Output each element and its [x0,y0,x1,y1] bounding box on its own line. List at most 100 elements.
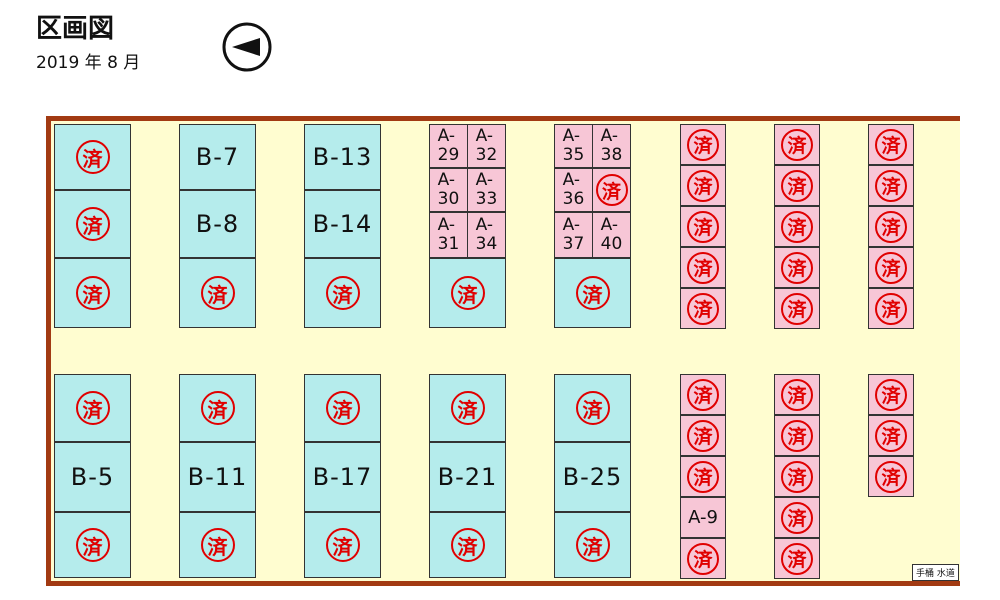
plot-available[interactable]: A- 32 [467,124,506,168]
plot-available[interactable]: A- 30 [429,168,468,212]
plot-sold[interactable]: 済 [868,206,914,247]
plot-label: A- 30 [437,170,460,209]
plot-available[interactable]: B-25 [554,442,631,512]
plot-available[interactable]: B-21 [429,442,506,512]
plot-sold[interactable]: 済 [179,512,256,578]
plot-sold[interactable]: 済 [680,247,726,288]
plot-sold[interactable]: 済 [774,247,820,288]
plot-sold[interactable]: 済 [868,415,914,456]
plot-available[interactable]: A- 38 [592,124,631,168]
plot-sold[interactable]: 済 [774,456,820,497]
plot-sold[interactable]: 済 [774,165,820,206]
sold-stamp: 済 [75,140,110,174]
plot-sold[interactable]: 済 [54,512,131,578]
plot-sold[interactable]: 済 [54,190,131,258]
plot-sold[interactable]: 済 [554,374,631,442]
plot-sold[interactable]: 済 [680,456,726,497]
sold-stamp: 済 [781,251,813,284]
plot-sold[interactable]: 済 [868,124,914,165]
plot-sold[interactable]: 済 [54,258,131,328]
plot-sold[interactable]: 済 [680,538,726,579]
plot-sold[interactable]: 済 [680,415,726,456]
plot-sold[interactable]: 済 [304,512,381,578]
plot-available[interactable]: B-11 [179,442,256,512]
plot-available[interactable]: A- 35 [554,124,593,168]
sold-stamp: 済 [687,210,719,243]
faucet-label: 手桶 水道 [912,564,959,581]
plot-sold[interactable]: 済 [774,288,820,329]
plot-sold[interactable]: 済 [304,374,381,442]
sold-stamp: 済 [687,169,719,202]
sold-stamp: 済 [875,169,907,202]
plot-sold[interactable]: 済 [868,165,914,206]
plot-sold[interactable]: 済 [774,497,820,538]
plot-sold[interactable]: 済 [774,538,820,579]
plot-sold[interactable]: 済 [680,165,726,206]
sold-stamp: 済 [781,292,813,325]
plot-label: A- 31 [437,215,460,254]
plot-available[interactable]: A- 33 [467,168,506,212]
plot-available[interactable]: A- 34 [467,212,506,258]
plot-sold[interactable]: 済 [868,456,914,497]
plot-sold[interactable]: 済 [680,124,726,165]
sold-stamp: 済 [781,501,813,534]
plot-available[interactable]: A- 31 [429,212,468,258]
plot-sold[interactable]: 済 [554,258,631,328]
plot-label: A-9 [688,507,718,528]
plot-label: A- 40 [600,215,623,254]
plot-available[interactable]: A-9 [680,497,726,538]
plot-available[interactable]: A- 36 [554,168,593,212]
plot-sold[interactable]: 済 [429,258,506,328]
plot-sold[interactable]: 済 [774,206,820,247]
plot-sold[interactable]: 済 [554,512,631,578]
sold-stamp: 済 [875,128,907,161]
plot-sold[interactable]: 済 [179,374,256,442]
sold-stamp: 済 [875,378,907,411]
plot-available[interactable]: B-7 [179,124,256,190]
plot-sold[interactable]: 済 [54,124,131,190]
sold-stamp: 済 [575,528,610,562]
sold-stamp: 済 [781,128,813,161]
sold-stamp: 済 [575,276,610,310]
plot-available[interactable]: B-8 [179,190,256,258]
plot-available[interactable]: A- 37 [554,212,593,258]
sold-stamp: 済 [875,210,907,243]
sold-stamp: 済 [325,528,360,562]
sold-stamp: 済 [75,207,110,241]
plot-sold[interactable]: 済 [54,374,131,442]
plot-label: A- 29 [437,126,460,165]
plot-sold[interactable]: 済 [868,374,914,415]
plot-label: B-7 [195,143,240,171]
plot-sold[interactable]: 済 [774,124,820,165]
plot-label: A- 32 [475,126,498,165]
plot-sold[interactable]: 済 [680,206,726,247]
sold-stamp: 済 [575,391,610,425]
page-date: 2019 年 8 月 [36,53,141,73]
plot-label: B-5 [70,463,115,491]
plot-label: A- 34 [475,215,498,254]
plot-sold[interactable]: 済 [774,415,820,456]
plot-sold[interactable]: 済 [429,512,506,578]
plot-sold[interactable]: 済 [868,288,914,329]
sold-stamp: 済 [75,391,110,425]
plot-sold[interactable]: 済 [680,288,726,329]
plot-sold[interactable]: 済 [868,247,914,288]
sold-stamp: 済 [75,528,110,562]
plot-label: A- 37 [562,215,585,254]
plot-available[interactable]: A- 29 [429,124,468,168]
plot-available[interactable]: B-5 [54,442,131,512]
plot-available[interactable]: A- 40 [592,212,631,258]
plot-available[interactable]: B-14 [304,190,381,258]
compass-arrow-left-icon [222,22,272,72]
plot-sold[interactable]: 済 [304,258,381,328]
plot-sold[interactable]: 済 [429,374,506,442]
plot-sold[interactable]: 済 [774,374,820,415]
plot-sold[interactable]: 済 [680,374,726,415]
plot-available[interactable]: B-17 [304,442,381,512]
plot-sold[interactable]: 済 [592,168,631,212]
plot-sold[interactable]: 済 [179,258,256,328]
plot-available[interactable]: B-13 [304,124,381,190]
sold-stamp: 済 [325,391,360,425]
sold-stamp: 済 [687,378,719,411]
sold-stamp: 済 [687,419,719,452]
